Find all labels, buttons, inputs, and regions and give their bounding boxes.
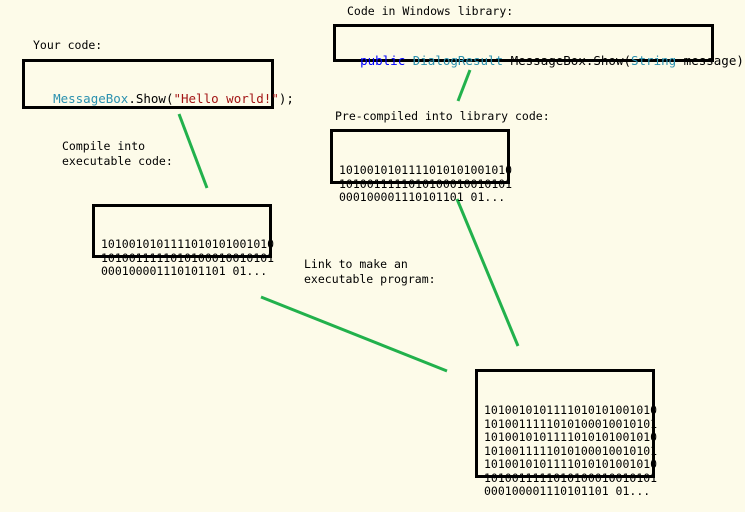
your-code-token: "Hello world!" (173, 91, 279, 106)
binary-line: 000100001110101101 01... (484, 484, 651, 498)
windows-library-label: Code in Windows library: (347, 4, 514, 18)
precompiled-label: Pre-compiled into library code: (335, 109, 550, 123)
library-code-box: public DialogResult MessageBox.Show(Stri… (333, 24, 745, 68)
library-code-token: message); (676, 53, 745, 68)
binary-line: 1010010101111010101001010 (484, 403, 658, 417)
binary-line: 1010011111010100010010101 (484, 416, 658, 431)
binary-line: 1010010101111010101001010 (339, 163, 513, 177)
binary-line: 1010011111010100010010101 (484, 443, 658, 458)
binary-line: 1010010101111010101001010 (484, 457, 658, 471)
connector-precompiled-to-program (455, 198, 520, 347)
binary-line: 1010010101111010101001010 (484, 430, 658, 444)
library-code-token (405, 53, 413, 68)
binary-line: 000100001110101101 01... (339, 190, 506, 204)
your-code-snippet: MessageBox.Show("Hello world!"); (53, 91, 294, 106)
connector-library-code-to-precompiled (456, 69, 472, 102)
binary-line: 1010011111010100010010101 (484, 470, 658, 485)
your-code-token: MessageBox (53, 91, 129, 106)
connector-compiled-to-program (260, 295, 448, 373)
connector-your-code-to-compiled (177, 113, 209, 189)
binary-line: 000100001110101101 01... (101, 264, 268, 278)
library-code-snippet: public DialogResult MessageBox.Show(Stri… (360, 53, 745, 68)
your-code-token: ); (278, 91, 294, 106)
your-code-label: Your code: (33, 38, 103, 52)
binary-line: 1010011111010100010010101 (339, 176, 513, 191)
your-code-token: .Show( (128, 91, 174, 106)
binary-line: 1010010101111010101001010 (101, 237, 275, 251)
library-code-token: String (631, 53, 677, 68)
binary-line: 1010011111010100010010101 (101, 250, 275, 265)
library-code-token: MessageBox.Show( (503, 53, 631, 68)
library-code-token: public (360, 53, 406, 68)
library-code-token: DialogResult (412, 53, 504, 68)
compile-into-label: Compile into executable code: (62, 139, 173, 168)
your-code-box: MessageBox.Show("Hello world!"); (22, 59, 294, 109)
link-to-label: Link to make an executable program: (304, 257, 436, 286)
